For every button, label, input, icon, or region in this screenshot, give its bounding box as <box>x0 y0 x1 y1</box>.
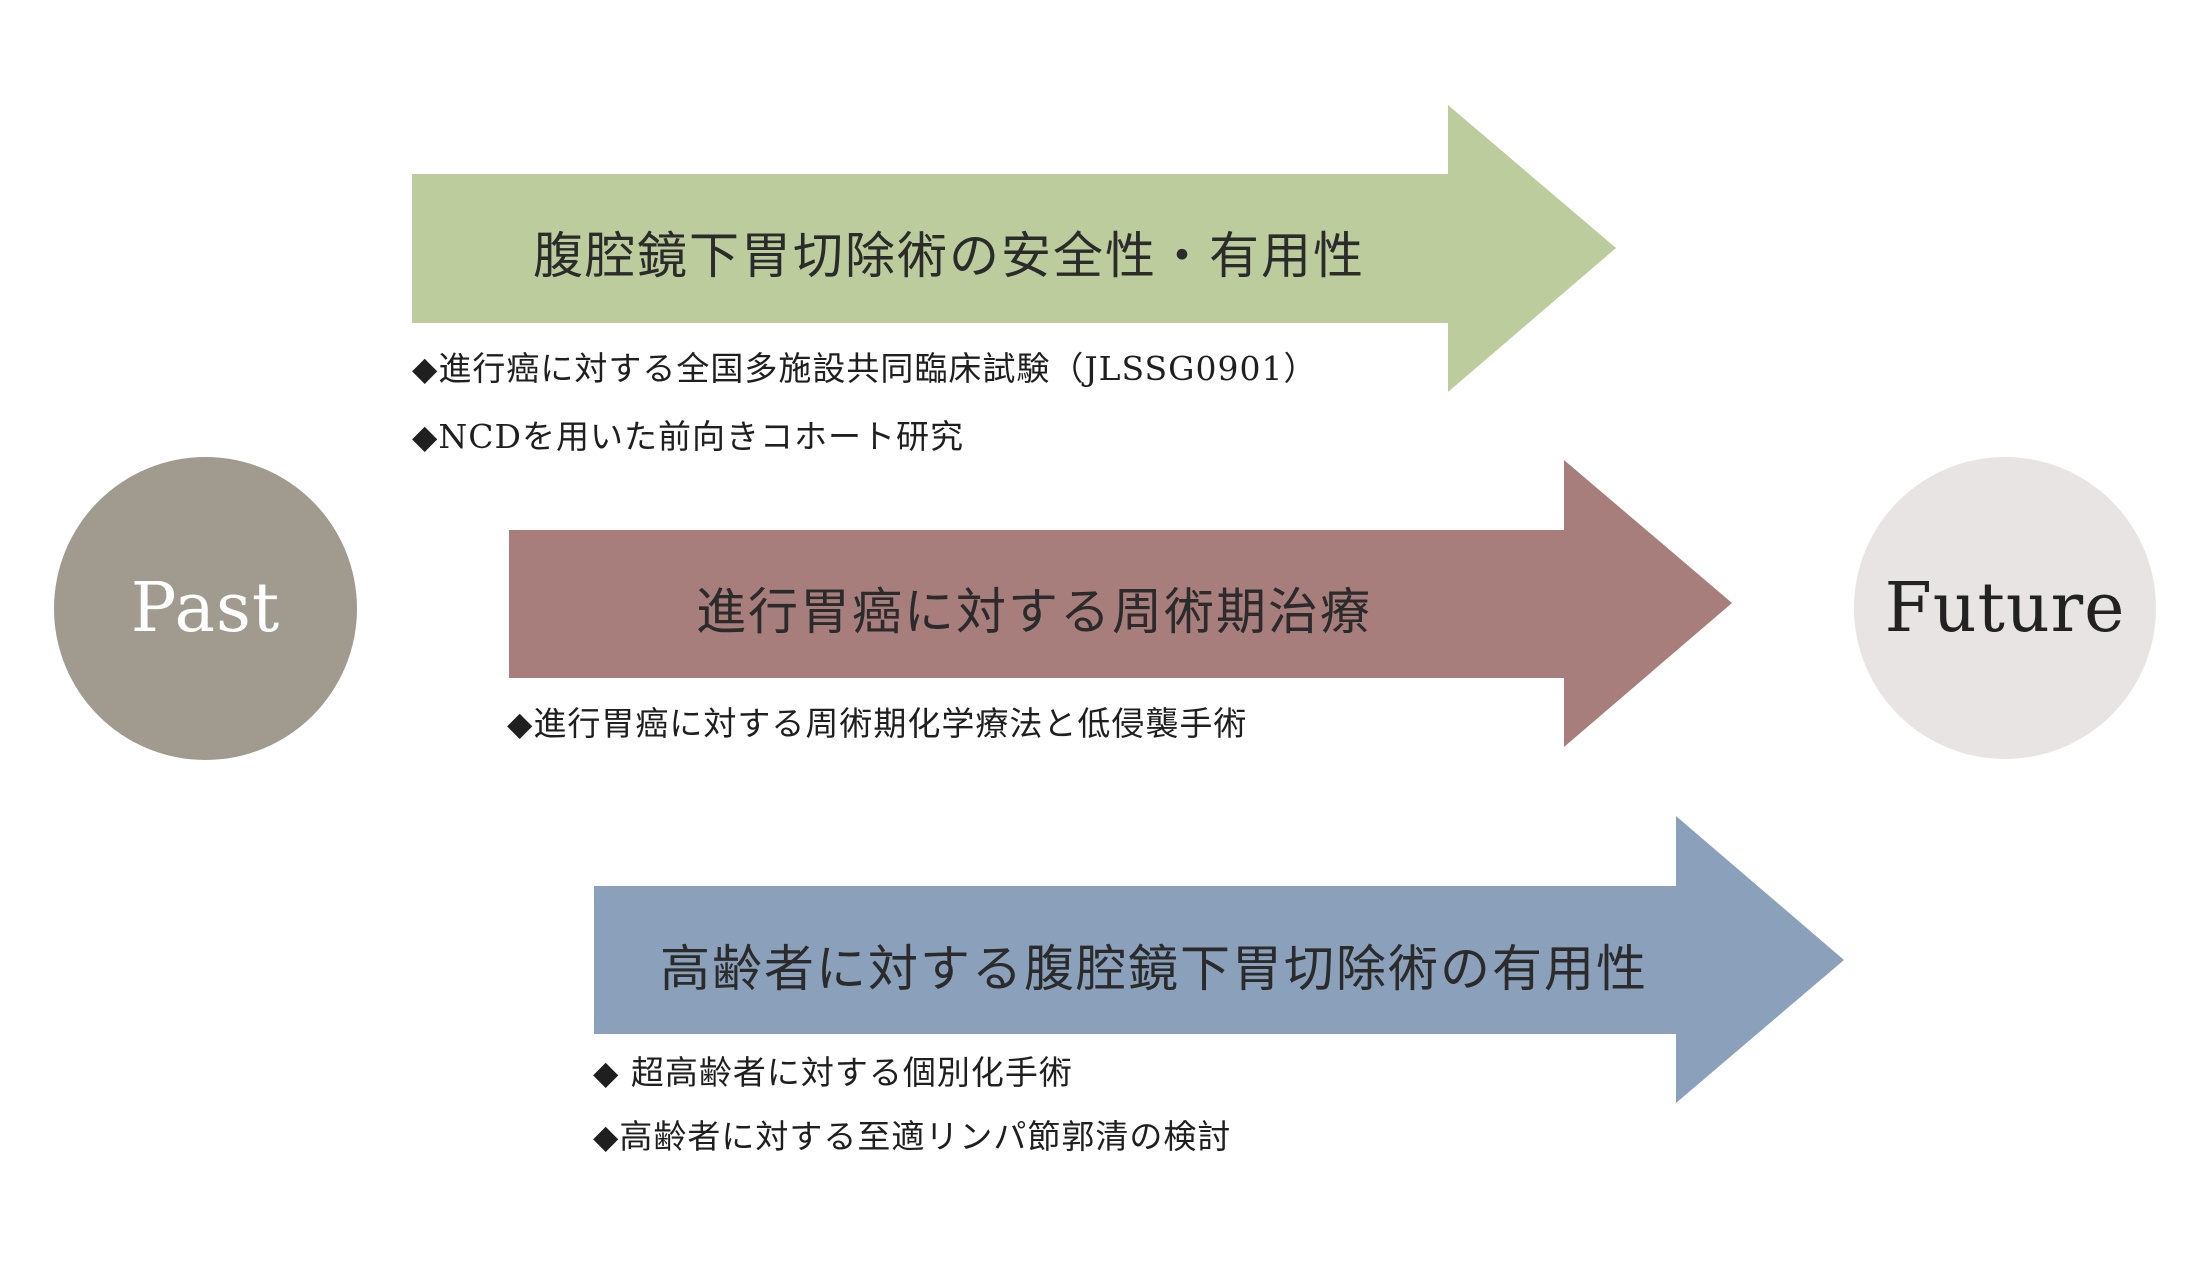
bullet-perioperative-chemo-minimally-invasive: ◆進行胃癌に対する周術期化学療法と低侵襲手術 <box>507 704 1248 743</box>
arrow-shape-perioperative-treatment <box>509 460 1732 747</box>
bullet-individualized-surgery: ◆ 超高齢者に対する個別化手術 <box>593 1053 1073 1092</box>
past-label: Past <box>130 569 281 648</box>
future-label: Future <box>1884 568 2126 648</box>
arrow-shape-laparoscopic-safety <box>412 105 1616 392</box>
arrow-title-laparoscopic-safety: 腹腔鏡下胃切除術の安全性・有用性 <box>533 227 1365 285</box>
arrow-shape-elderly-laparoscopic <box>594 816 1844 1103</box>
bullet-lymph-node-dissection: ◆高齢者に対する至適リンパ節郭清の検討 <box>593 1117 1232 1156</box>
bullet-jlssg0901-trial: ◆進行癌に対する全国多施設共同臨床試験（JLSSG0901） <box>412 349 1318 388</box>
bullet-ncd-cohort-study: ◆NCDを用いた前向きコホート研究 <box>412 417 964 456</box>
arrow-title-perioperative-treatment: 進行胃癌に対する周術期治療 <box>696 583 1372 641</box>
arrow-title-elderly-laparoscopic: 高齢者に対する腹腔鏡下胃切除術の有用性 <box>660 940 1648 998</box>
future-circle: Future <box>1854 457 2156 759</box>
past-circle: Past <box>54 457 357 760</box>
